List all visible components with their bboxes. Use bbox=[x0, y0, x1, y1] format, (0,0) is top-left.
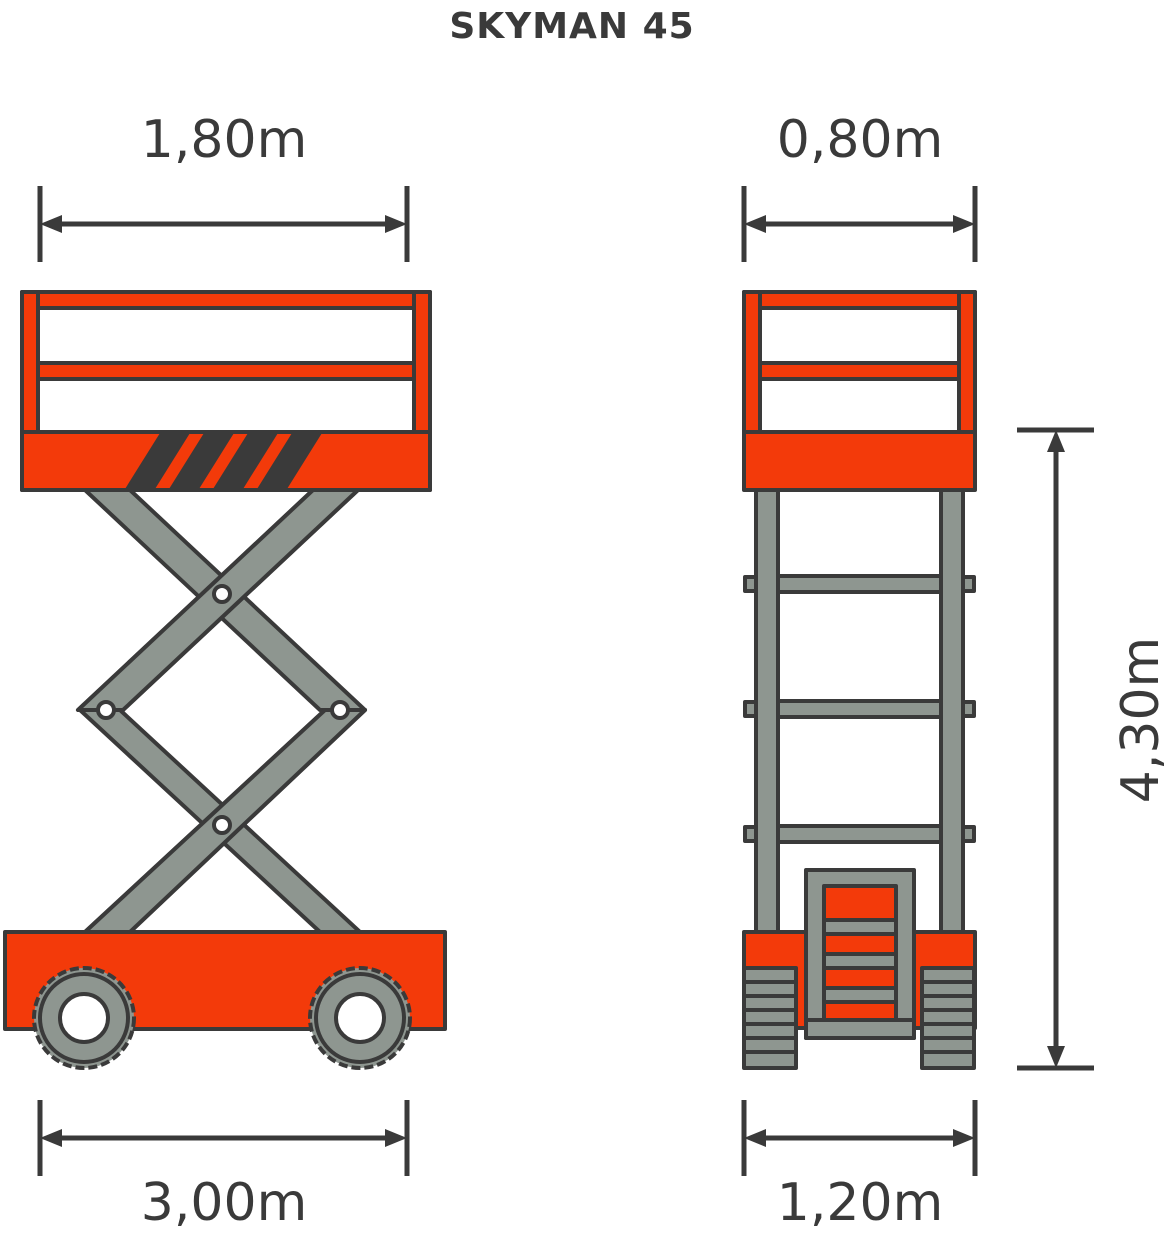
label-height: 4,30m bbox=[1111, 637, 1170, 803]
hazard-stripes bbox=[125, 433, 322, 489]
platform-deck bbox=[20, 430, 432, 492]
mast-rungs bbox=[743, 574, 976, 844]
dimension-platform-length bbox=[37, 186, 410, 262]
label-platform-length: 1,80m bbox=[141, 110, 307, 170]
label-base-width: 1,20m bbox=[777, 1173, 943, 1233]
access-ladder bbox=[804, 868, 916, 1040]
front-wheel-left bbox=[742, 966, 798, 1070]
front-view: 0,80m bbox=[741, 110, 1170, 1233]
side-view: 1,80m bbox=[3, 110, 447, 1233]
label-base-length: 3,00m bbox=[141, 1173, 307, 1233]
front-platform-railing bbox=[742, 290, 977, 434]
front-wheel-right bbox=[920, 966, 976, 1070]
diagram-title: SKYMAN 45 bbox=[449, 6, 694, 47]
front-platform-deck bbox=[742, 430, 977, 492]
wheel-right bbox=[308, 966, 412, 1070]
dimension-base-width bbox=[741, 1100, 978, 1176]
scissor-arms bbox=[76, 488, 367, 934]
dimension-platform-width bbox=[741, 186, 978, 262]
wheel-left bbox=[32, 966, 136, 1070]
dimension-height bbox=[1017, 427, 1094, 1071]
scissor-pins bbox=[96, 584, 350, 835]
dimension-base-length bbox=[37, 1100, 410, 1176]
label-platform-width: 0,80m bbox=[777, 110, 943, 170]
platform-railing bbox=[20, 290, 432, 434]
